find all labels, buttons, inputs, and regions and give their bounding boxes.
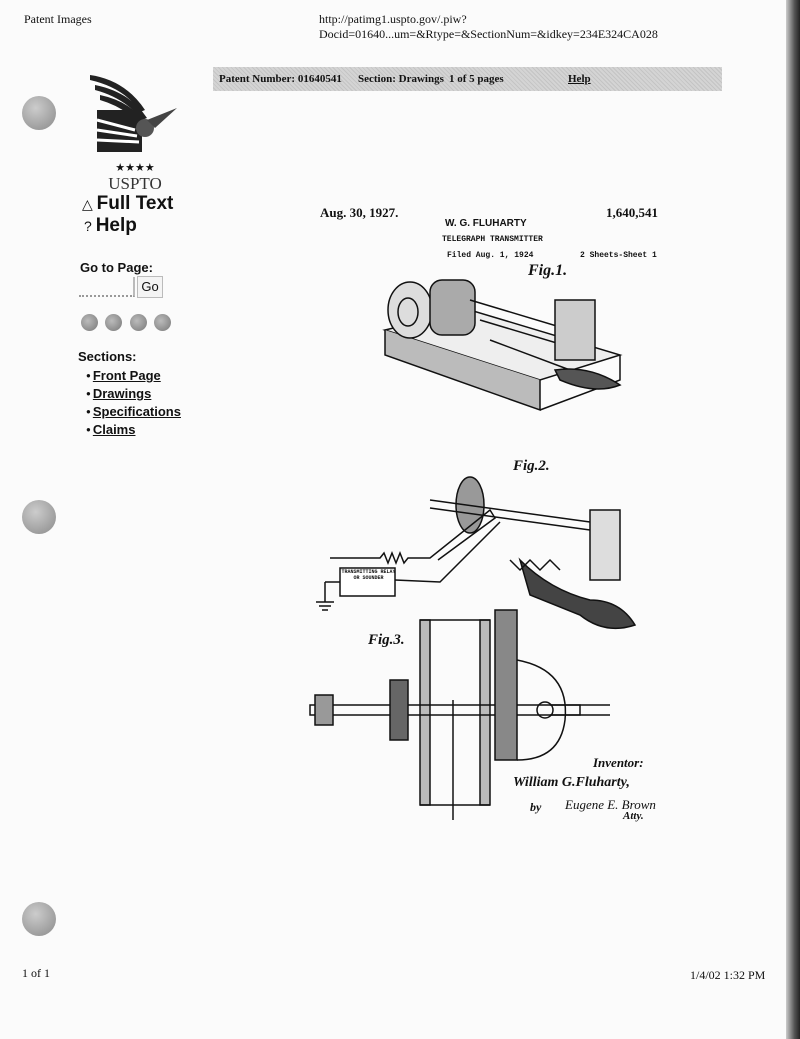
figure-3-label: Fig.3. — [368, 632, 405, 648]
goto-label: Go to Page: — [80, 260, 153, 275]
atty-label: Atty. — [623, 810, 644, 822]
relay-label: TRANSMITTING RELAY OR SOUNDER — [341, 569, 396, 581]
patent-number: Patent Number: 01640541 — [219, 73, 342, 85]
footer-datetime: 1/4/02 1:32 PM — [690, 968, 766, 982]
section-claims[interactable]: Claims — [86, 422, 136, 437]
print-header-title: Patent Images — [24, 12, 92, 26]
attorney-signature: Eugene E. Brown — [565, 797, 656, 812]
patent-date: Aug. 30, 1927. — [320, 205, 399, 220]
first-page-icon[interactable] — [81, 314, 98, 331]
sheets: 2 Sheets-Sheet 1 — [580, 251, 657, 260]
figure-3-drawing — [309, 609, 610, 820]
sections-label: Sections: — [78, 349, 137, 364]
punch-hole — [22, 902, 56, 936]
last-page-icon[interactable] — [154, 314, 171, 331]
figure-1-drawing — [382, 279, 623, 412]
page-count: 1 of 5 pages — [449, 73, 504, 85]
by-label: by — [530, 800, 542, 814]
help-link[interactable]: Help — [568, 73, 591, 85]
inventor-header: W. G. FLUHARTY — [445, 218, 527, 229]
patent-toolbar: Patent Number: 01640541 Section: Drawing… — [213, 67, 722, 91]
inventor-name: William G.Fluharty, — [513, 775, 630, 790]
section-drawings[interactable]: Drawings — [86, 386, 152, 401]
footer-page: 1 of 1 — [22, 966, 50, 980]
next-page-icon[interactable] — [130, 314, 147, 331]
patent-title: TELEGRAPH TRANSMITTER — [442, 235, 543, 244]
filed-date: Filed Aug. 1, 1924 — [447, 251, 534, 260]
figure-2-label: Fig.2. — [513, 458, 550, 474]
scan-edge — [786, 0, 800, 1039]
figure-1-label: Fig.1. — [528, 262, 568, 279]
section-front-page[interactable]: Front Page — [86, 368, 161, 383]
print-header-url: http://patimg1.uspto.gov/.piw?Docid=0164… — [319, 12, 658, 41]
previous-page-icon[interactable] — [105, 314, 122, 331]
eagle-icon — [90, 75, 177, 152]
section-name: Section: Drawings — [358, 73, 444, 85]
help-sidebar-link[interactable]: ? Help — [84, 215, 137, 237]
full-text-icon: △ — [82, 196, 97, 212]
patent-number-printed: 1,640,541 — [606, 205, 658, 220]
go-button[interactable]: Go — [137, 276, 163, 298]
full-text-label: Full Text — [96, 193, 174, 214]
full-text-link[interactable]: △ Full Text — [82, 193, 173, 215]
inventor-label: Inventor: — [593, 755, 644, 770]
logo-text: USPTO — [108, 174, 162, 193]
logo-stars: ★★★★ — [115, 162, 155, 174]
uspto-logo: ★★★★ USPTO — [85, 70, 185, 193]
punch-hole — [22, 500, 56, 534]
figure-2-drawing — [316, 476, 637, 630]
section-specifications[interactable]: Specifications — [86, 404, 181, 419]
goto-page-input[interactable] — [79, 277, 135, 297]
help-icon: ? — [84, 218, 96, 234]
mechanical-drawing — [309, 279, 637, 820]
punch-hole — [22, 96, 56, 130]
help-label: Help — [95, 215, 137, 236]
